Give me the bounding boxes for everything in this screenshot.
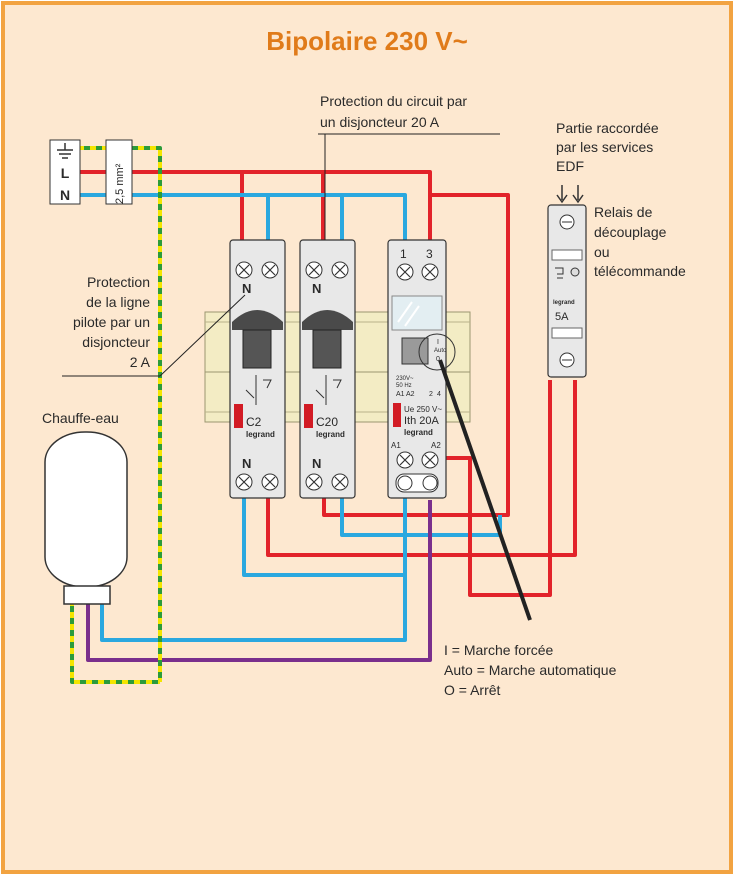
c2-out-phase: [266, 380, 577, 557]
c20-out-neutral: [340, 492, 502, 537]
rating-line-2: Ith 20A: [404, 415, 440, 427]
wires: [70, 146, 577, 684]
c20-out-phase: [322, 193, 510, 517]
edf-relay: legrand 5A: [547, 185, 587, 378]
svg-text:télécommande: télécommande: [594, 263, 686, 279]
bottom-a2: A2: [431, 441, 441, 450]
breaker-symbol-icon: [245, 375, 272, 405]
svg-text:I = Marche forcée: I = Marche forcée: [444, 642, 554, 658]
svg-text:Protection: Protection: [87, 274, 150, 290]
contactor: 1 3 I Auto 0 230V~ 50 Hz A1 A2 2 4 Ue 25…: [387, 239, 456, 499]
contactor-neutral-feed: [355, 193, 407, 248]
switch-pos-i: I: [437, 339, 439, 346]
relay-brand: legrand: [553, 300, 575, 306]
legend: I = Marche forcée Auto = Marche automati…: [444, 642, 617, 698]
c20-brand: legrand: [316, 430, 345, 439]
contactor-brand: legrand: [404, 428, 433, 437]
water-heater: [44, 431, 128, 605]
c20-top-n: N: [312, 281, 321, 296]
pilot-wire: [86, 500, 432, 662]
diagram-title: Bipolaire 230 V~: [266, 26, 468, 56]
svg-text:Partie raccordée: Partie raccordée: [556, 120, 659, 136]
c2-rating: C2: [246, 415, 262, 429]
svg-text:ou: ou: [594, 244, 610, 260]
earth-icon: [57, 143, 73, 159]
bottom-a1: A1: [391, 441, 401, 450]
cable-section-label: 2,5 mm²: [114, 163, 126, 204]
voltage-label-1: 230V~: [396, 376, 414, 382]
annotation-pilot-protection: Protection de la ligne pilote par un dis…: [73, 274, 151, 370]
annotation-relay: Relais de découplage ou télécommande: [594, 204, 686, 279]
terminal-1-label: 1: [400, 247, 407, 261]
voltage-label-2: 50 Hz: [396, 383, 412, 389]
callout-lines: [62, 133, 532, 621]
switch-pos-auto: Auto: [434, 348, 447, 354]
relay-coil-icon: [555, 267, 564, 279]
neutral-label: N: [60, 187, 70, 203]
c2-bottom-n: N: [242, 456, 251, 471]
svg-text:2 A: 2 A: [130, 354, 151, 370]
svg-text:Auto = Marche automatique: Auto = Marche automatique: [444, 662, 617, 678]
svg-text:un disjoncteur 20 A: un disjoncteur 20 A: [320, 114, 440, 130]
svg-text:EDF: EDF: [556, 158, 584, 174]
annotation-circuit-protection: Protection du circuit par un disjoncteur…: [320, 93, 467, 130]
rating-line-1: Ue 250 V~: [404, 405, 442, 414]
heater-neutral-wire: [100, 500, 407, 642]
svg-text:de la ligne: de la ligne: [86, 294, 150, 310]
c20-rating: C20: [316, 415, 338, 429]
coil-a1: A1: [396, 391, 405, 398]
switch-pos-0: 0: [436, 356, 440, 363]
water-heater-label: Chauffe-eau: [42, 410, 119, 426]
screw-icon: [397, 475, 413, 491]
supply-block: L N 2,5 mm²: [49, 139, 133, 205]
c20-bottom-n: N: [312, 456, 321, 471]
screw-icon: [422, 475, 438, 491]
annotation-edf: Partie raccordée par les services EDF: [556, 120, 659, 174]
svg-text:par les services: par les services: [556, 139, 653, 155]
terminal-3-label: 3: [426, 247, 433, 261]
c2-brand: legrand: [246, 430, 275, 439]
svg-text:Relais de: Relais de: [594, 204, 653, 220]
contactor-phase-feed: [335, 170, 432, 248]
phase-label: L: [61, 165, 70, 181]
breaker-c2: N C2 legrand N: [229, 239, 286, 499]
arrow-down-icon: [556, 185, 568, 204]
breaker-c20: N C20 legrand N: [299, 239, 356, 499]
relay-rating: 5A: [555, 311, 569, 323]
svg-text:pilote par un: pilote par un: [73, 314, 150, 330]
coil-4: 4: [437, 391, 441, 398]
svg-text:O = Arrêt: O = Arrêt: [444, 682, 501, 698]
svg-text:Protection du circuit par: Protection du circuit par: [320, 93, 467, 109]
svg-text:disjoncteur: disjoncteur: [82, 334, 150, 350]
arrow-down-icon: [572, 185, 584, 204]
svg-text:découplage: découplage: [594, 224, 667, 240]
c2-top-n: N: [242, 281, 251, 296]
breaker-symbol-icon: [315, 375, 342, 405]
coil-a2: A2: [406, 391, 415, 398]
led-icon: [570, 267, 580, 277]
coil-2: 2: [429, 391, 433, 398]
